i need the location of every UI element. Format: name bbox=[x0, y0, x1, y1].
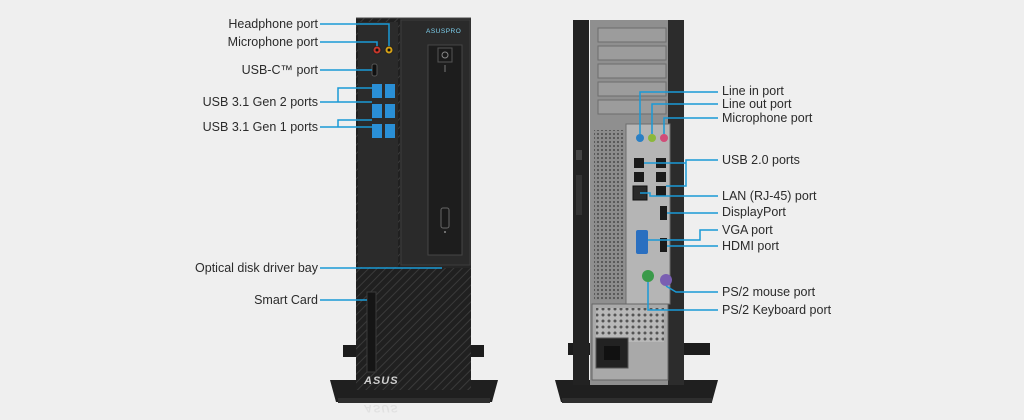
asus-logo: ASUS bbox=[364, 375, 399, 387]
label-front-microphone-port: Microphone port bbox=[228, 35, 318, 49]
label-usb31-gen2: USB 3.1 Gen 2 ports bbox=[203, 95, 318, 109]
label-ps2-keyboard: PS/2 Keyboard port bbox=[722, 303, 831, 317]
label-line-in: Line in port bbox=[722, 84, 784, 98]
front-tower bbox=[330, 18, 498, 403]
label-usb31-gen1: USB 3.1 Gen 1 ports bbox=[203, 120, 318, 134]
label-usb2: USB 2.0 ports bbox=[722, 153, 800, 167]
label-ps2-mouse: PS/2 mouse port bbox=[722, 285, 815, 299]
label-displayport: DisplayPort bbox=[722, 205, 786, 219]
label-headphone-port: Headphone port bbox=[228, 17, 318, 31]
label-optical-bay: Optical disk driver bay bbox=[195, 261, 318, 275]
label-hdmi: HDMI port bbox=[722, 239, 779, 253]
rear-tower bbox=[555, 20, 718, 403]
label-smart-card: Smart Card bbox=[254, 293, 318, 307]
label-line-out: Line out port bbox=[722, 97, 792, 111]
label-vga: VGA port bbox=[722, 223, 773, 237]
label-usbc-port: USB-C™ port bbox=[242, 63, 318, 77]
label-rear-microphone: Microphone port bbox=[722, 111, 812, 125]
brand-label: ASUSPRO bbox=[426, 28, 461, 35]
label-lan: LAN (RJ-45) port bbox=[722, 189, 816, 203]
asus-logo-reflection: ASUS bbox=[364, 402, 399, 414]
